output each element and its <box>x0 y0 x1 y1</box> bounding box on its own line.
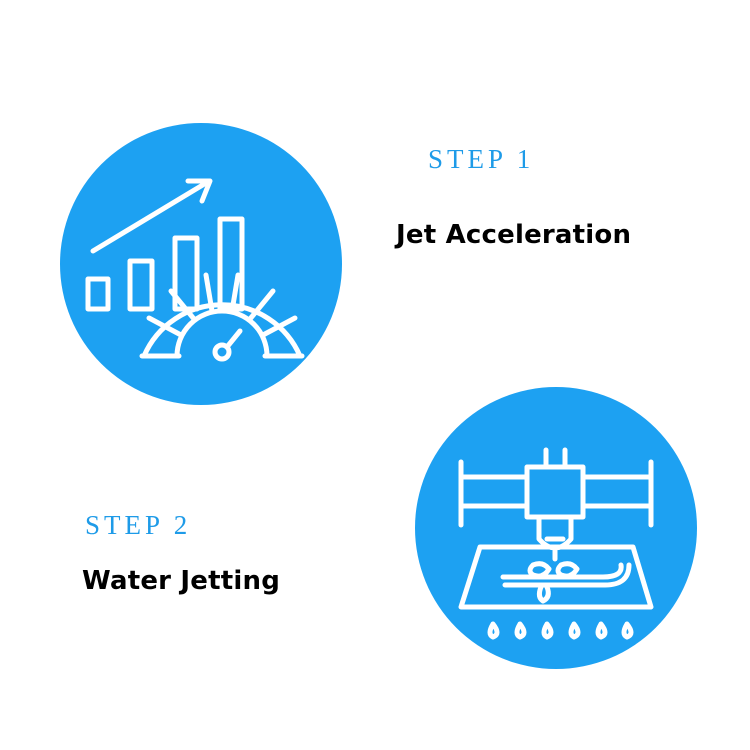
speedometer-growth-chart-icon <box>85 178 305 362</box>
step-1-label: STEP 1 <box>428 144 535 174</box>
step-1-title: Jet Acceleration <box>396 220 632 250</box>
waterjet-cutting-machine-icon <box>458 447 654 640</box>
step-2-title: Water Jetting <box>82 566 281 596</box>
step-2-circle <box>415 387 697 669</box>
step-2-label: STEP 2 <box>85 510 192 540</box>
step-1-circle <box>60 123 342 405</box>
